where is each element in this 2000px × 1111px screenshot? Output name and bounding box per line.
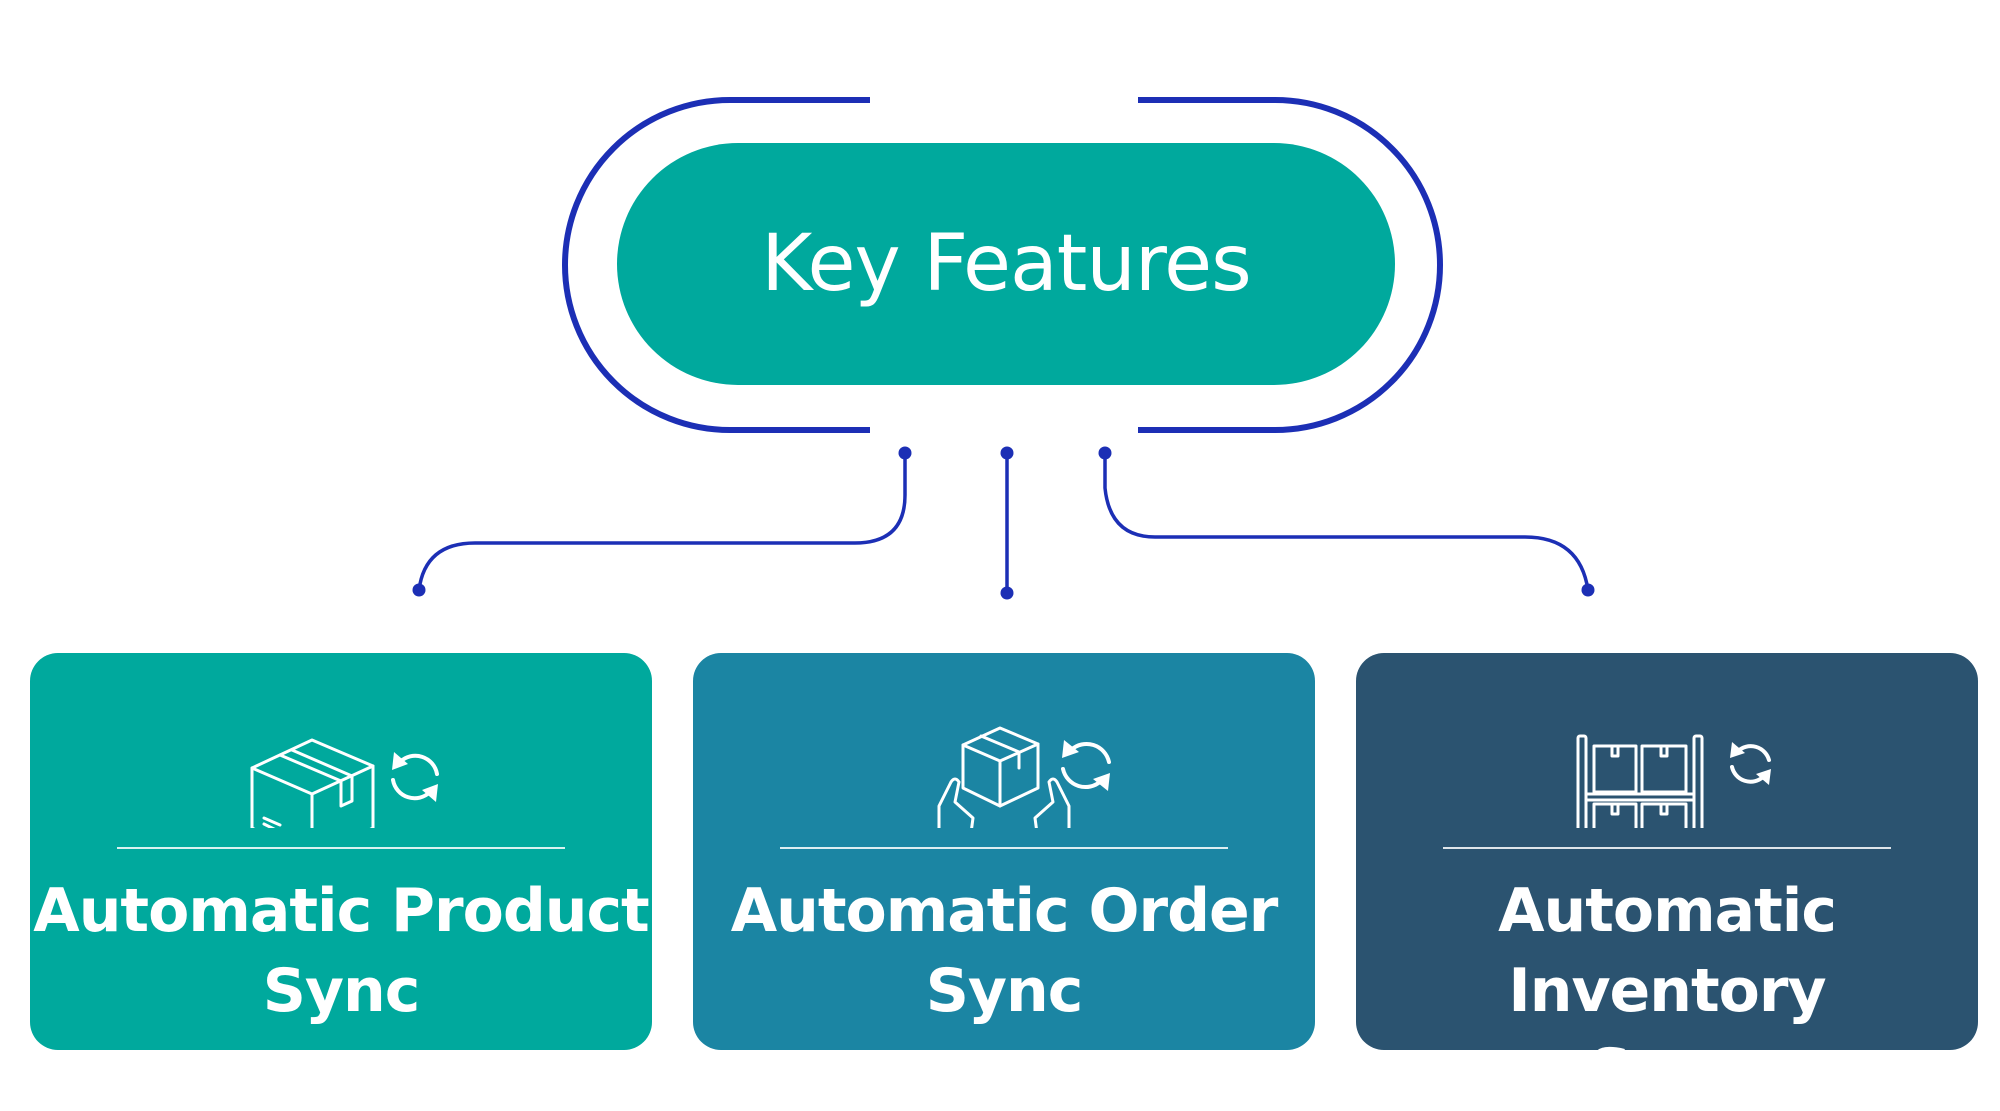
shelf-sync-icon [1576,734,1771,828]
feature-title: Automatic Inventory Sync [1356,871,1978,1111]
feature-title-line2: Sync [262,956,421,1026]
title-frame-right [1138,97,1443,433]
connector-dot [1000,586,1014,600]
connector-dot [1098,446,1112,460]
feature-title: Automatic Order Sync [693,871,1315,1031]
feature-title-line1: Automatic Inventory [1498,876,1837,1026]
feature-card-inventory: Automatic Inventory Sync [1356,653,1978,1106]
card-divider [117,847,565,849]
feature-title-line2: Sync [1588,1036,1747,1106]
feature-title-line1: Automatic Order [730,876,1279,946]
connector-right [1103,453,1590,591]
feature-title-line2: Sync [925,956,1084,1026]
feature-title: Automatic Product Sync [30,871,652,1031]
feature-title-line1: Automatic Product [33,876,649,946]
diagram-title: Key Features [761,219,1252,309]
order-hands-sync-icon [937,726,1111,828]
connector-dot [1000,446,1014,460]
key-features-pill: Key Features [617,143,1395,385]
card-divider [780,847,1228,849]
connector-dot [898,446,912,460]
card-divider [1443,847,1891,849]
feature-card-order: Automatic Order Sync [693,653,1315,1050]
feature-card-product: Automatic Product Sync [30,653,652,1050]
connector-dot [412,583,426,597]
connector-left [417,453,907,591]
connector-dot [1581,583,1595,597]
box-sync-icon [250,738,439,828]
title-frame-left [562,97,870,433]
